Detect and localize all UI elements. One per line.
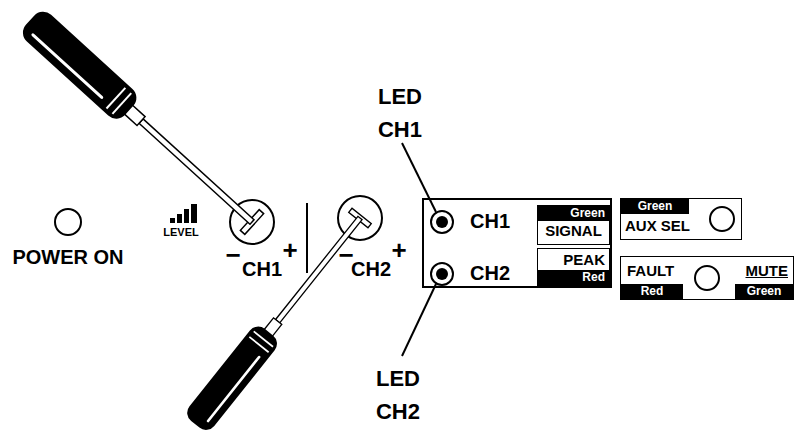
callout-label: LED CH2 — [368, 362, 428, 428]
indicator-text: Green — [621, 199, 689, 214]
leader-line — [402, 284, 436, 356]
screwdriver-shaft — [139, 119, 254, 224]
channel-led — [431, 211, 453, 233]
indicator-text: PEAK — [538, 251, 609, 268]
channel-led — [431, 263, 453, 285]
screwdriver-handle — [18, 7, 141, 124]
screwdriver-handle — [183, 322, 281, 434]
power-led — [55, 209, 81, 235]
fault-mute-led — [695, 266, 719, 290]
indicator-text: Green — [735, 284, 793, 299]
indicator-badge: GreenSIGNAL — [537, 205, 610, 245]
led-panel: CH1CH2 GreenSIGNAL PEAK Red — [422, 198, 612, 288]
indicator-text: SIGNAL — [538, 222, 609, 239]
fault-mute-indicator: FAULT Red MUTE Green — [620, 256, 794, 300]
handle-ridges — [249, 331, 273, 352]
aux-indicator: GreenAUX SEL — [620, 198, 742, 240]
level-bar — [177, 214, 182, 223]
minus-sign: − — [225, 241, 240, 271]
callout-label: LED CH1 — [370, 80, 430, 146]
indicator-text: AUX SEL — [625, 217, 690, 234]
indicator-text: CH1 — [470, 210, 510, 233]
indicator-text: MUTE — [746, 262, 789, 279]
indicator-text: CH2 — [470, 262, 510, 285]
leader-line — [402, 143, 436, 212]
channel-label: CH1 — [242, 258, 282, 281]
screwdriver — [18, 7, 266, 238]
handle-highlight — [33, 35, 102, 98]
indicator-text: Red — [621, 284, 683, 299]
level-bar — [170, 218, 175, 223]
indicator-text: FAULT — [627, 262, 674, 279]
indicator-badge: PEAK Red — [537, 248, 610, 286]
screwdriver-shaft — [276, 216, 362, 322]
level-label: LEVEL — [163, 226, 198, 239]
aux-led — [710, 207, 734, 231]
power-label: POWER ON — [12, 246, 123, 269]
divider-line — [306, 203, 308, 273]
screwdriver — [183, 206, 374, 434]
level-icon — [170, 204, 197, 223]
plus-sign: + — [282, 236, 297, 266]
handle-highlight — [208, 357, 259, 421]
indicator-text: Red — [538, 270, 609, 285]
level-bar — [191, 204, 197, 223]
plus-sign: + — [391, 236, 406, 266]
level-bar — [184, 209, 189, 223]
handle-ridges — [106, 88, 131, 114]
indicator-text: Green — [538, 206, 609, 221]
channel-label: CH2 — [351, 258, 391, 281]
